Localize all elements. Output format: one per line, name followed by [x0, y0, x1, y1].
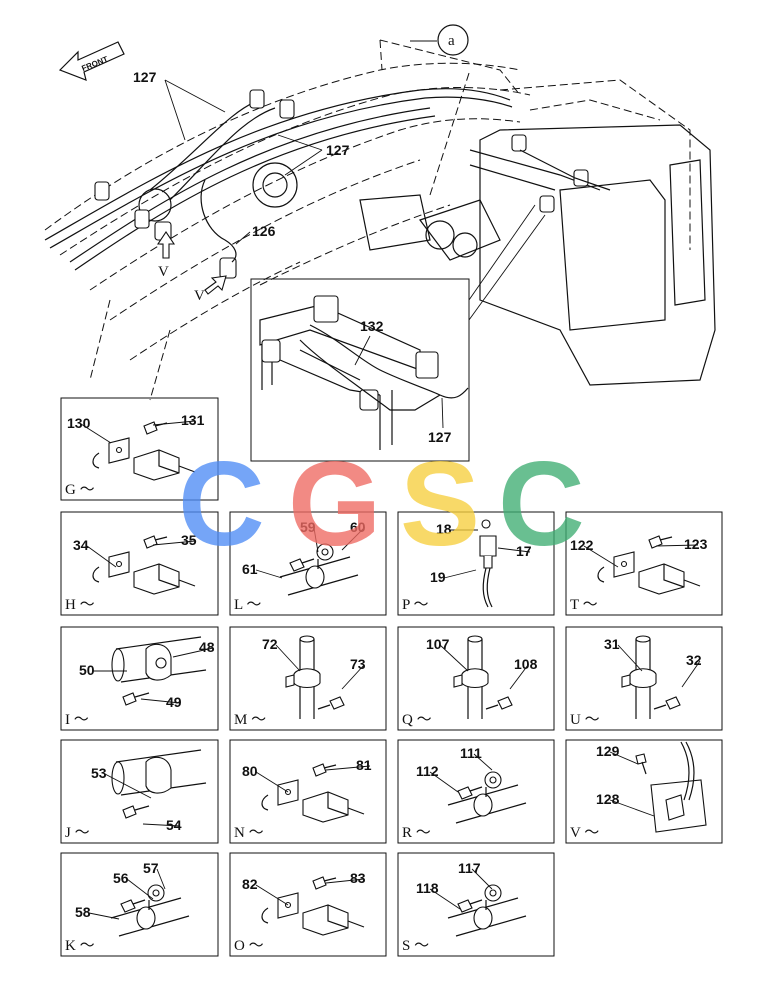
part-label-g-1: 130 [67, 415, 91, 431]
detail-panel-m: M ～ 72 73 [229, 626, 387, 731]
detail-title-h: H ～ [65, 597, 95, 613]
detail-panel-j: J ～ 53 54 [60, 739, 219, 844]
part-label-q-2: 108 [514, 656, 538, 672]
watermark-letter-3: S [400, 437, 480, 571]
view-v-label-1: V [158, 264, 169, 280]
detail-panel-l: L ～ 59 60 61 [229, 511, 387, 616]
part-label-n-2: 81 [356, 757, 372, 773]
detail-title-u: U ～ [570, 712, 600, 728]
overview-illustration: FRONT a [44, 24, 716, 401]
harness-126 [200, 179, 237, 263]
hose-bundle [44, 88, 513, 271]
view-v-arrows: V V [156, 231, 227, 304]
detail-title-v: V ～ [570, 825, 599, 841]
part-label-k-1: 56 [113, 870, 129, 886]
detail-title-k: K ～ [65, 938, 95, 954]
detail-title-l: L ～ [234, 597, 261, 613]
part-label-m-2: 73 [350, 656, 366, 672]
boom-pivot [138, 162, 501, 261]
detail-title-n: N ～ [234, 825, 264, 841]
watermark-letter-2: G [288, 437, 381, 571]
detail-title-r: R ～ [402, 825, 431, 841]
detail-panel-u: U ～ 31 32 [565, 626, 723, 731]
part-label-p-2: 17 [516, 543, 532, 559]
detail-title-o: O ～ [234, 938, 264, 954]
part-label-k-3: 58 [75, 904, 91, 920]
detail-panel-i: I ～ 48 50 49 [60, 626, 219, 731]
watermark-letter-1: C [178, 437, 265, 571]
part-label-u-1: 31 [604, 636, 620, 652]
boom-clamps [94, 89, 295, 279]
watermark-letter-4: C [498, 437, 585, 571]
part-126-label: 126 [252, 223, 276, 239]
detail-title-p: P ～ [402, 597, 429, 613]
detail-panel-o: O ～ 82 83 [229, 852, 387, 957]
view-v-label-2: V [194, 288, 205, 304]
detail-title-m: M ～ [234, 712, 266, 728]
detail-panel-p: P ～ 18 17 19 [397, 511, 555, 616]
part-132-label: 132 [360, 318, 384, 334]
part-label-v-1: 129 [596, 743, 620, 759]
detail-panel-n: N ～ 80 81 [229, 739, 387, 844]
part-label-i-1: 48 [199, 639, 215, 655]
watermark: C G S C [178, 437, 585, 571]
part-label-q-1: 107 [426, 636, 450, 652]
part-label-l-2: 60 [350, 519, 366, 535]
detail-title-g: G ～ [65, 482, 95, 498]
callout-a-label: a [448, 33, 455, 49]
boom-outline [44, 39, 531, 401]
detail-panel-h: H ～ 34 35 [60, 511, 219, 616]
detail-title-s: S ～ [402, 938, 429, 954]
detail-panel-t: T ～ 122 123 [565, 511, 723, 616]
part-label-u-2: 32 [686, 652, 702, 668]
part-label-j-2: 54 [166, 817, 182, 833]
front-arrow-icon: FRONT [58, 41, 125, 81]
part-label-v-2: 128 [596, 791, 620, 807]
part-label-o-2: 83 [350, 870, 366, 886]
detail-panels: G ～ 130 131 H ～ 34 35 L ～ 59 60 61 P ～ 18 17 19 T ～ 122… [60, 397, 723, 957]
callout-a: a [410, 24, 469, 56]
part-label-h-2: 35 [181, 532, 197, 548]
part-label-t-2: 123 [684, 536, 708, 552]
part-label-p-1: 18 [436, 521, 452, 537]
cab-outline [469, 79, 716, 386]
detail-title-t: T ～ [570, 597, 598, 613]
detail-panel-g: G ～ 130 131 [60, 397, 219, 501]
part-label-i-2: 50 [79, 662, 95, 678]
part-label-p-3: 19 [430, 569, 446, 585]
detail-title-q: Q ～ [402, 712, 432, 728]
part-label-s-1: 118 [416, 880, 439, 896]
detail-panel-q: Q ～ 107 108 [397, 626, 555, 731]
part-label-g-2: 131 [181, 412, 205, 428]
part-label-l-3: 61 [242, 561, 258, 577]
part-label-s-2: 117 [458, 860, 481, 876]
part-127-right-label: 127 [326, 142, 350, 158]
detail-a-box: 132 127 [250, 204, 546, 462]
detail-title-j: J ～ [65, 825, 90, 841]
detail-panel-s: S ～ 118 117 [397, 852, 555, 957]
detail-panel-r: R ～ 112 111 [397, 739, 555, 844]
part-127-detail-a-label: 127 [428, 429, 452, 445]
part-label-t-1: 122 [570, 537, 594, 553]
part-label-k-2: 57 [143, 860, 159, 876]
detail-title-i: I ～ [65, 712, 89, 728]
part-127-top-label: 127 [133, 69, 157, 85]
part-label-j-1: 53 [91, 765, 107, 781]
detail-panel-k: K ～ 56 57 58 [60, 852, 219, 957]
part-label-l-1: 59 [300, 519, 316, 535]
part-label-o-1: 82 [242, 876, 258, 892]
part-label-r-2: 111 [460, 745, 482, 761]
part-label-r-1: 112 [416, 763, 439, 779]
part-label-m-1: 72 [262, 636, 278, 652]
part-label-n-1: 80 [242, 763, 258, 779]
part-label-h-1: 34 [73, 537, 89, 553]
detail-panel-v: V ～ 129 128 [565, 739, 723, 844]
part-label-i-3: 49 [166, 694, 182, 710]
